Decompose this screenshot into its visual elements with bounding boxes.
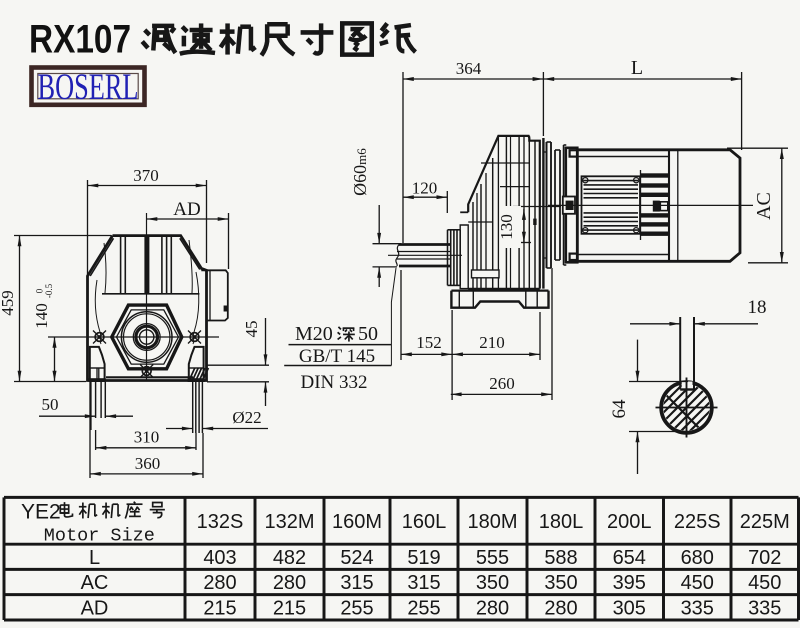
svg-text:315: 315	[407, 572, 440, 594]
svg-text:200L: 200L	[607, 511, 652, 533]
svg-text:132M: 132M	[264, 511, 314, 533]
svg-text:280: 280	[544, 597, 577, 619]
svg-text:45: 45	[242, 321, 261, 338]
svg-text:GB/T 145: GB/T 145	[299, 346, 375, 367]
svg-text:350: 350	[476, 572, 509, 594]
svg-text:370: 370	[133, 166, 159, 185]
svg-text:215: 215	[203, 597, 236, 619]
svg-text:RX107: RX107	[29, 18, 131, 62]
svg-text:350: 350	[544, 572, 577, 594]
svg-text:335: 335	[748, 597, 781, 619]
svg-text:Motor Size: Motor Size	[44, 526, 155, 547]
svg-text:360: 360	[135, 454, 161, 473]
svg-text:315: 315	[340, 572, 373, 594]
svg-text:AD: AD	[173, 199, 200, 220]
svg-text:215: 215	[273, 597, 306, 619]
svg-text:225M: 225M	[740, 511, 790, 533]
svg-text:BOSERL: BOSERL	[38, 67, 139, 108]
svg-text:364: 364	[456, 59, 482, 78]
svg-text:130: 130	[497, 214, 516, 240]
svg-text:160M: 160M	[332, 511, 382, 533]
svg-text:210: 210	[479, 333, 505, 352]
svg-text:180L: 180L	[539, 511, 584, 533]
svg-text:160L: 160L	[402, 511, 447, 533]
svg-text:654: 654	[613, 547, 646, 569]
svg-text:280: 280	[476, 597, 509, 619]
svg-text:DIN 332: DIN 332	[300, 372, 367, 393]
svg-text:260: 260	[489, 374, 515, 393]
svg-text:555: 555	[476, 547, 509, 569]
svg-text:702: 702	[748, 547, 781, 569]
svg-text:18: 18	[748, 297, 767, 318]
svg-text:403: 403	[203, 547, 236, 569]
svg-text:180M: 180M	[467, 511, 517, 533]
svg-text:310: 310	[134, 428, 160, 447]
svg-text:459: 459	[0, 290, 17, 316]
svg-text:680: 680	[681, 547, 714, 569]
svg-text:152: 152	[416, 333, 442, 352]
svg-text:255: 255	[407, 597, 440, 619]
svg-text:280: 280	[203, 572, 236, 594]
svg-text:M20: M20	[295, 323, 333, 345]
svg-text:482: 482	[273, 547, 306, 569]
svg-text:140: 140	[32, 303, 51, 329]
svg-text:132S: 132S	[197, 511, 244, 533]
svg-text:225S: 225S	[674, 511, 721, 533]
svg-text:AD: AD	[81, 597, 109, 619]
svg-text:50: 50	[42, 395, 59, 414]
svg-text:450: 450	[681, 572, 714, 594]
svg-text:50: 50	[358, 323, 378, 345]
svg-text:255: 255	[340, 597, 373, 619]
svg-text:L: L	[89, 547, 100, 569]
svg-text:YE2: YE2	[21, 501, 61, 524]
svg-text:450: 450	[748, 572, 781, 594]
svg-text:Ø60m6: Ø60m6	[350, 148, 370, 196]
svg-text:588: 588	[544, 547, 577, 569]
svg-text:0: 0	[35, 288, 45, 293]
svg-text:395: 395	[613, 572, 646, 594]
svg-text:AC: AC	[81, 572, 109, 594]
svg-text:524: 524	[340, 547, 373, 569]
svg-text:Ø22: Ø22	[232, 408, 261, 427]
svg-text:519: 519	[407, 547, 440, 569]
svg-text:64: 64	[609, 399, 630, 419]
svg-text:L: L	[631, 57, 643, 79]
svg-text:AC: AC	[753, 192, 775, 220]
svg-text:335: 335	[681, 597, 714, 619]
svg-text:-0.5: -0.5	[44, 283, 54, 298]
svg-text:280: 280	[273, 572, 306, 594]
svg-text:120: 120	[412, 179, 438, 198]
svg-text:305: 305	[613, 597, 646, 619]
